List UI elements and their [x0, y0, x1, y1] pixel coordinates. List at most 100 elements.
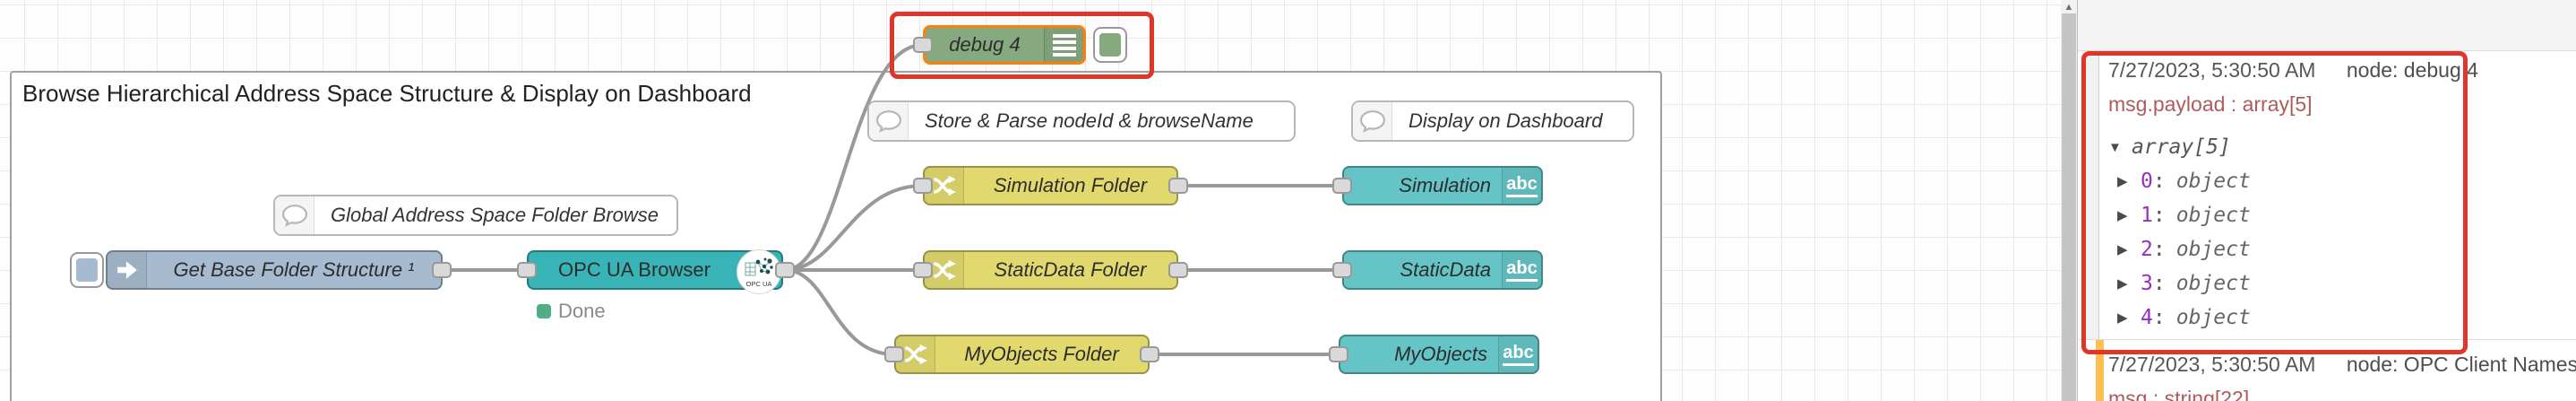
- comment-node-store-parse[interactable]: Store & Parse nodeId & browseName: [867, 100, 1296, 142]
- tree-row[interactable]: ▶ 0: object: [2117, 170, 2251, 193]
- debug-source-node: node: debug 4: [2346, 58, 2478, 82]
- tree-index: 0: [2141, 170, 2153, 193]
- input-port[interactable]: [1332, 262, 1352, 278]
- node-label: Get Base Folder Structure ¹: [173, 258, 415, 281]
- tree-root-label: array[5]: [2132, 135, 2231, 159]
- debug-toggle-button[interactable]: [1093, 27, 1127, 63]
- debug-property: msg : string[22]: [2108, 387, 2250, 401]
- scrollbar-thumb[interactable]: [2062, 13, 2076, 401]
- comment-bubble-icon: [1353, 102, 1392, 140]
- comment-node-display-dashboard[interactable]: Display on Dashboard: [1351, 100, 1634, 142]
- status-dot-icon: [537, 304, 551, 318]
- canvas-vertical-scrollbar: ▲: [2061, 0, 2077, 401]
- abc-text-icon: abc: [1502, 168, 1541, 204]
- expand-triangle-icon: ▶: [2117, 276, 2128, 292]
- svg-text:OPC UA: OPC UA: [746, 280, 772, 288]
- expand-triangle-icon: ▶: [2117, 310, 2128, 326]
- comment-label: Global Address Space Folder Browse: [331, 204, 659, 226]
- input-port[interactable]: [1329, 346, 1348, 362]
- debug-message-warn-bar: [2096, 340, 2104, 401]
- comment-bubble-icon: [275, 196, 314, 234]
- status-text: Done: [558, 300, 606, 322]
- output-port[interactable]: [1140, 346, 1159, 362]
- wire[interactable]: [783, 184, 925, 272]
- node-label: MyObjects: [1394, 343, 1487, 365]
- input-port[interactable]: [913, 37, 933, 53]
- input-port[interactable]: [913, 262, 933, 278]
- collapse-triangle-icon: ▼: [2108, 139, 2122, 155]
- tree-index: 1: [2141, 204, 2153, 227]
- tree-type: object: [2175, 238, 2251, 261]
- debug-message-gutter: [2081, 51, 2099, 339]
- debug-message: 7/27/2023, 5:30:50 AM node: debug 4 msg.…: [2078, 50, 2576, 339]
- abc-text-icon: abc: [1502, 252, 1541, 288]
- tree-row[interactable]: ▶ 3: object: [2117, 272, 2251, 295]
- tree-type: object: [2175, 272, 2251, 295]
- output-port[interactable]: [775, 262, 795, 278]
- flow-canvas: Browse Hierarchical Address Space Struct…: [0, 0, 2061, 401]
- inject-trigger-button[interactable]: [70, 252, 104, 288]
- debug-property: msg.payload : array[5]: [2108, 92, 2313, 116]
- node-status: Done: [537, 300, 606, 323]
- tree-row[interactable]: ▶ 4: object: [2117, 306, 2251, 329]
- comment-label: Display on Dashboard: [1409, 109, 1603, 132]
- debug-json-tree: ▼ array[5] ▶ 0: object ▶ 1: object ▶ 2: …: [2108, 130, 2251, 335]
- input-port[interactable]: [1332, 178, 1352, 194]
- debug-node[interactable]: debug 4: [923, 25, 1086, 65]
- node-label: Simulation: [1399, 174, 1491, 196]
- inject-node[interactable]: Get Base Folder Structure ¹: [106, 250, 443, 290]
- tree-index: 2: [2141, 238, 2153, 261]
- switch-node-staticdata[interactable]: StaticData Folder: [923, 250, 1178, 290]
- wire[interactable]: [783, 268, 896, 356]
- debug-sidebar: 7/27/2023, 5:30:50 AM node: debug 4 msg.…: [2077, 0, 2576, 401]
- annotation-box-debug-node: [890, 12, 1154, 79]
- node-label: MyObjects Folder: [964, 343, 1119, 365]
- debug-message-meta: 7/27/2023, 5:30:50 AM node: debug 4: [2108, 58, 2478, 83]
- node-label: Simulation Folder: [993, 174, 1148, 196]
- ui-text-node-staticdata[interactable]: StaticData abc: [1342, 250, 1543, 290]
- debug-timestamp: 7/27/2023, 5:30:50 AM: [2108, 58, 2316, 82]
- input-port[interactable]: [913, 178, 933, 194]
- tree-type: object: [2175, 306, 2251, 329]
- expand-triangle-icon: ▶: [2117, 208, 2128, 223]
- opcua-browser-node[interactable]: OPC UA Browser: [527, 249, 783, 294]
- comment-node-global-browse[interactable]: Global Address Space Folder Browse: [273, 195, 678, 236]
- tree-type: object: [2175, 204, 2251, 227]
- comment-label: Store & Parse nodeId & browseName: [925, 109, 1254, 132]
- scroll-up-arrow-icon[interactable]: ▲: [2063, 1, 2074, 13]
- tree-row-root[interactable]: ▼ array[5]: [2108, 130, 2251, 164]
- wire[interactable]: [783, 43, 925, 272]
- group-label: Browse Hierarchical Address Space Struct…: [22, 80, 752, 107]
- tree-index: 3: [2141, 272, 2153, 295]
- abc-text-icon: abc: [1498, 336, 1538, 372]
- tree-index: 4: [2141, 306, 2153, 329]
- debug-message: 7/27/2023, 5:30:50 AM node: OPC Client N…: [2078, 339, 2576, 401]
- expand-triangle-icon: ▶: [2117, 242, 2128, 257]
- ui-text-node-myobjects[interactable]: MyObjects abc: [1339, 335, 1539, 374]
- expand-triangle-icon: ▶: [2117, 174, 2128, 189]
- switch-node-simulation[interactable]: Simulation Folder: [923, 166, 1178, 205]
- node-label: StaticData Folder: [994, 258, 1147, 281]
- node-label: debug 4: [949, 33, 1021, 56]
- output-port[interactable]: [432, 262, 452, 278]
- wire-layer: [440, 43, 1344, 356]
- debug-message-meta: 7/27/2023, 5:30:50 AM node: OPC Client N…: [2108, 353, 2576, 377]
- input-port[interactable]: [517, 262, 537, 278]
- output-port[interactable]: [1168, 178, 1188, 194]
- tree-type: object: [2175, 170, 2251, 193]
- output-port[interactable]: [1168, 262, 1188, 278]
- node-label: OPC UA Browser: [558, 258, 711, 281]
- tree-row[interactable]: ▶ 1: object: [2117, 204, 2251, 227]
- inject-arrow-icon: [108, 252, 147, 288]
- debug-timestamp: 7/27/2023, 5:30:50 AM: [2108, 353, 2316, 376]
- tree-row[interactable]: ▶ 2: object: [2117, 238, 2251, 261]
- comment-bubble-icon: [869, 102, 909, 140]
- ui-text-node-simulation[interactable]: Simulation abc: [1342, 166, 1543, 205]
- opcua-logo-icon: OPC UA: [737, 249, 781, 294]
- annotation-box-debug-output: [2081, 51, 2468, 354]
- switch-node-myobjects[interactable]: MyObjects Folder: [894, 335, 1150, 374]
- node-label: StaticData: [1400, 258, 1492, 281]
- debug-list-icon: [1044, 28, 1083, 62]
- input-port[interactable]: [884, 346, 904, 362]
